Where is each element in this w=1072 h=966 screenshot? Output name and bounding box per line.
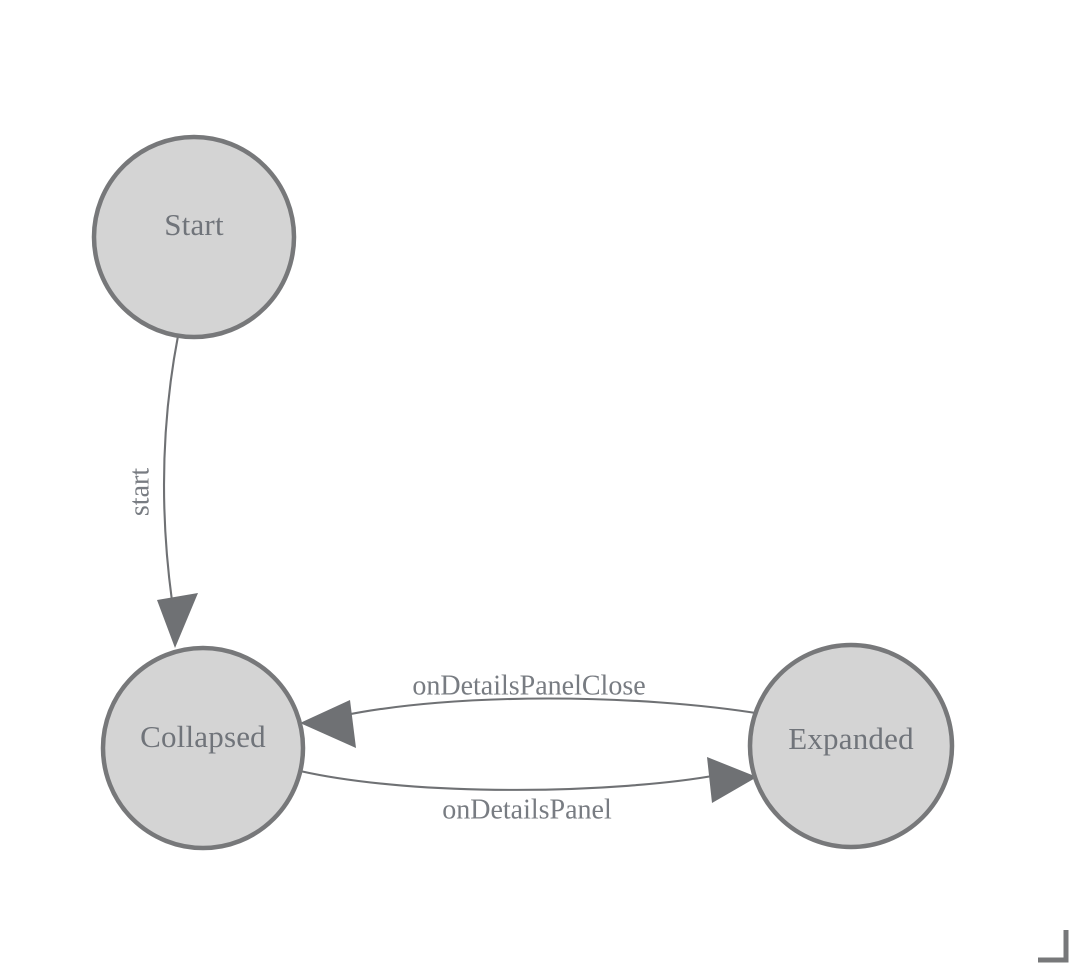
edge-collapsed-to-expanded-path <box>299 769 719 791</box>
edge-label-start: start <box>124 468 155 516</box>
edge-expanded-to-collapsed-path <box>340 697 763 718</box>
state-node-start[interactable]: Start <box>91 134 297 340</box>
state-node-start-circle <box>91 134 297 340</box>
bottom-right-corner-mark <box>1038 930 1069 963</box>
state-node-expanded-label: Expanded <box>788 721 914 756</box>
state-node-expanded-circle <box>747 642 955 850</box>
state-node-collapsed-circle <box>100 645 306 851</box>
edge-start-to-collapsed-path <box>163 335 180 602</box>
edge-expanded-to-collapsed-arrowhead <box>300 700 356 748</box>
edge-expanded-to-collapsed[interactable]: onDetailsPanelClose <box>300 670 763 748</box>
state-node-collapsed-label: Collapsed <box>140 719 266 754</box>
state-node-collapsed[interactable]: Collapsed <box>100 645 306 851</box>
edge-collapsed-to-expanded[interactable]: onDetailsPanel <box>299 757 757 825</box>
state-node-expanded[interactable]: Expanded <box>747 642 955 850</box>
state-node-start-label: Start <box>164 207 224 242</box>
edge-label-on-details-panel-close: onDetailsPanelClose <box>412 670 645 701</box>
edge-start-to-collapsed-arrowhead <box>157 593 198 648</box>
edge-collapsed-to-expanded-arrowhead <box>707 757 757 803</box>
edge-start-to-collapsed[interactable]: start <box>124 335 198 648</box>
edge-label-on-details-panel: onDetailsPanel <box>442 794 612 825</box>
